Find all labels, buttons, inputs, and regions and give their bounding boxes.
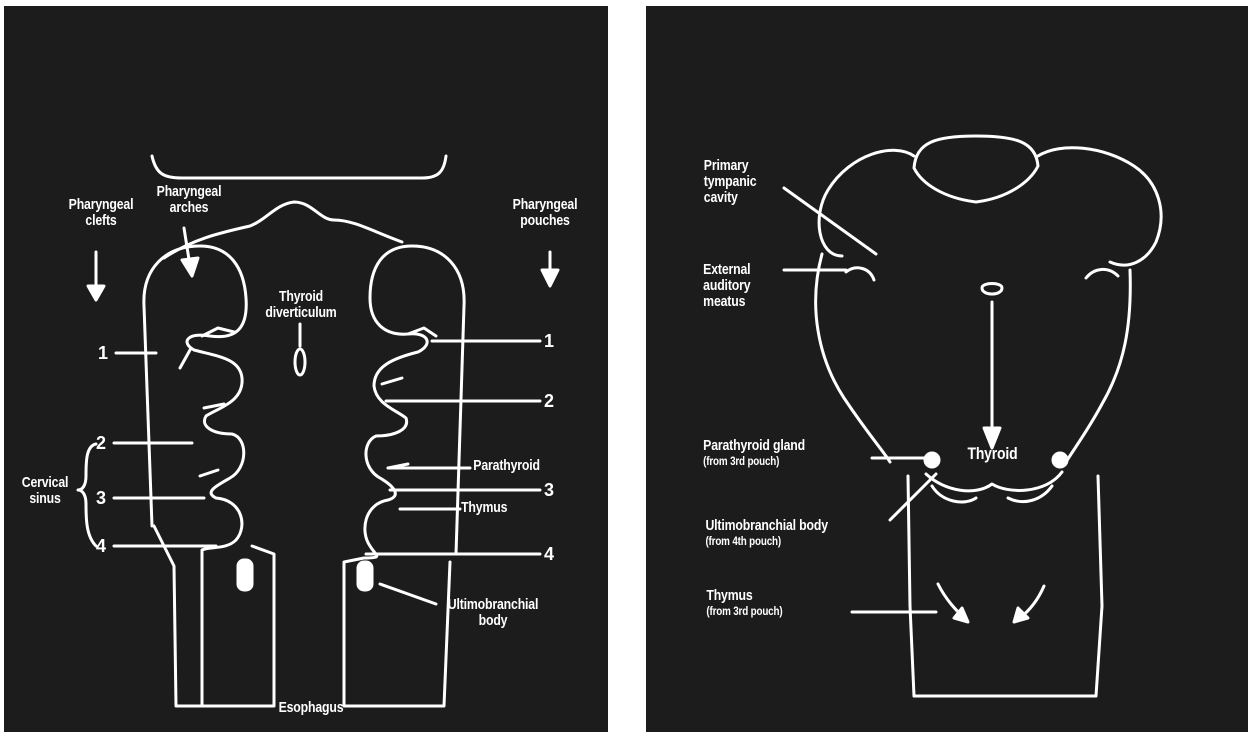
cervical-sinus-brace (78, 444, 96, 546)
left-parathyroid-gland (925, 453, 939, 467)
thymus-source: (from 3rd pouch) (706, 604, 782, 618)
right-diagram-panel: Primary tympanic cavity External auditor… (646, 6, 1248, 732)
pharyngeal-arches-label: Pharyngeal arches (144, 184, 234, 216)
ultimobranchial-body-source: (from 4th pouch) (705, 534, 827, 548)
ultimobranchial-body-line-2: body (479, 612, 508, 629)
thyroid-diverticulum-label: Thyroid diverticulum (256, 289, 346, 321)
esophagus-label: Esophagus (266, 700, 356, 716)
thymus-label-right: Thymus (from 3rd pouch) (706, 588, 782, 618)
left-ear-outline (846, 268, 874, 280)
ultimobranchial-body-pointer (890, 474, 936, 520)
thymus-line-1-right: Thymus (706, 587, 752, 604)
pouch-number-4: 4 (544, 545, 554, 563)
ultimobranchial-body-line-1-right: Ultimobranchial body (705, 517, 827, 534)
ultimobranchial-body-label-right: Ultimobranchial body (from 4th pouch) (705, 518, 827, 548)
ultimobranchial-body-line-1: Ultimobranchial (448, 596, 538, 613)
ultimobranchial-pointer (380, 584, 436, 604)
thymus-label: Thymus (461, 500, 507, 516)
external-auditory-meatus-line-1: External (703, 261, 750, 278)
tympanic-cavity-pointer (784, 188, 876, 254)
pharyngeal-arches-line-1: Pharyngeal (157, 183, 222, 200)
right-arch-inner (382, 328, 436, 468)
right-ultimobranchial-body (358, 562, 372, 590)
primary-tympanic-cavity-line-2: tympanic (704, 173, 757, 190)
top-oval-outline (914, 136, 1038, 202)
pharyngeal-pouches-line-2: pouches (520, 212, 569, 229)
pharyngeal-pouches-label: Pharyngeal pouches (500, 197, 590, 229)
thyroid-diverticulum-line-1: Thyroid (279, 288, 323, 305)
head-outline (819, 148, 1161, 265)
cervical-sinus-line-2: sinus (29, 490, 60, 507)
cervical-sinus-label: Cervical sinus (15, 475, 76, 507)
pharyngeal-pouches-line-1: Pharyngeal (513, 196, 578, 213)
left-arch-column-outline (144, 246, 246, 706)
pharyngeal-clefts-line-2: clefts (85, 212, 116, 229)
right-face-outline (1066, 270, 1130, 462)
cleft-number-3: 3 (96, 489, 106, 507)
foramen-cecum-outline (982, 284, 1002, 295)
thyroid-diverticulum-line-2: diverticulum (265, 304, 336, 321)
left-arch-inner (180, 328, 234, 476)
upper-region-outline (152, 156, 446, 178)
parathyroid-label: Parathyroid (473, 458, 540, 474)
right-parathyroid-gland (1053, 453, 1067, 467)
right-ear-outline (1086, 269, 1118, 278)
pouches-arrow (542, 252, 558, 286)
pouch-number-2: 2 (544, 392, 554, 410)
thyroid-diverticulum-shape (295, 349, 305, 375)
cervical-sinus-line-1: Cervical (22, 474, 69, 491)
parathyroid-gland-line-1: Parathyroid gland (703, 437, 805, 454)
pharyngeal-clefts-label: Pharyngeal clefts (56, 197, 146, 229)
pharyngeal-clefts-line-1: Pharyngeal (69, 196, 134, 213)
right-arch-column-outline (344, 246, 464, 706)
external-auditory-meatus-label: External auditory meatus (703, 262, 750, 310)
thyroid-gland-outline (926, 472, 1062, 491)
clefts-arrow (88, 252, 104, 300)
left-neck-outline (154, 526, 274, 706)
cleft-number-2: 2 (96, 434, 106, 452)
left-diagram-panel: Pharyngeal clefts Pharyngeal arches Phar… (4, 6, 608, 732)
parathyroid-gland-label: Parathyroid gland (from 3rd pouch) (703, 438, 805, 468)
parathyroid-gland-source: (from 3rd pouch) (703, 454, 805, 468)
right-thymus-arrowhead (1014, 608, 1028, 622)
left-ultimobranchial-body (238, 560, 252, 590)
external-auditory-meatus-line-2: auditory (703, 277, 750, 294)
external-auditory-meatus-line-3: meatus (703, 293, 745, 310)
pharyngeal-arches-line-2: arches (170, 199, 209, 216)
pouch-number-3: 3 (544, 481, 554, 499)
arches-arrow (182, 228, 198, 276)
primary-tympanic-cavity-line-3: cavity (704, 189, 738, 206)
primary-tympanic-cavity-line-1: Primary (704, 157, 749, 174)
cleft-number-1: 1 (98, 344, 108, 362)
right-diagram-drawing (646, 6, 1248, 732)
ultimobranchial-body-label: Ultimobranchial body (440, 597, 547, 629)
pouch-number-1: 1 (544, 332, 554, 350)
left-face-outline (816, 254, 890, 462)
neck-outline (908, 476, 1102, 696)
primary-tympanic-cavity-label: Primary tympanic cavity (704, 158, 757, 206)
thyroid-label: Thyroid (967, 446, 1017, 462)
cleft-number-4: 4 (96, 537, 106, 555)
